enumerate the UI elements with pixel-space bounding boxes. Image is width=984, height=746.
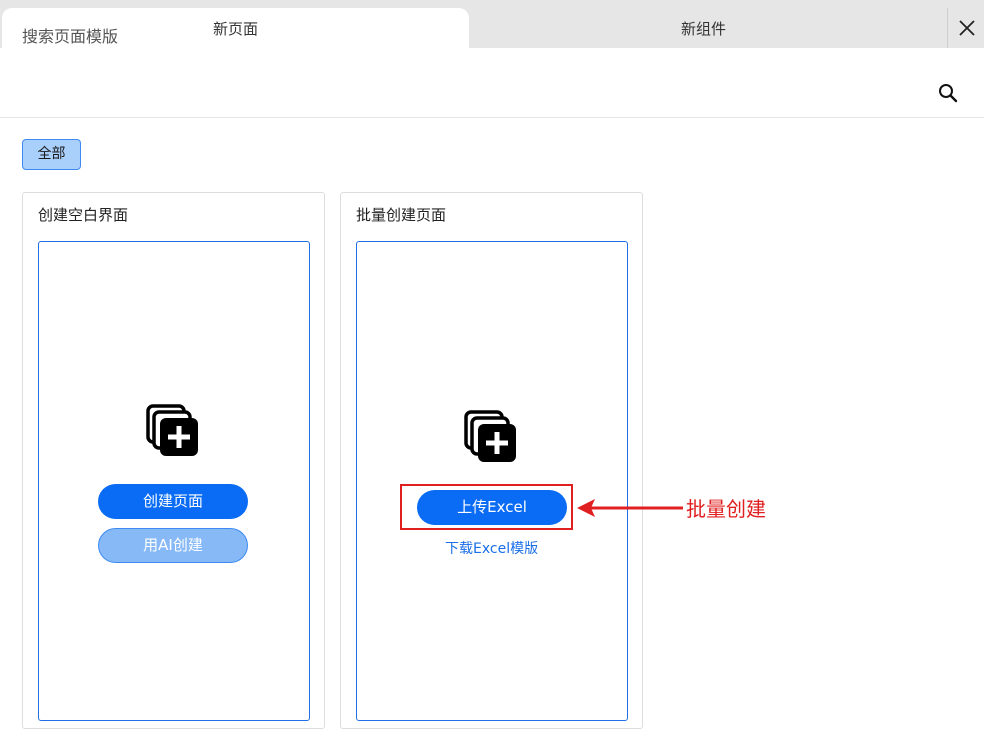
- card-title: 批量创建页面: [356, 206, 447, 224]
- annotation-highlight-box: [400, 484, 573, 530]
- tab-divider: [947, 8, 948, 48]
- upload-excel-button[interactable]: 上传Excel: [417, 490, 567, 525]
- download-excel-template-link[interactable]: 下载Excel模版: [445, 541, 539, 557]
- add-page-icon: [146, 404, 198, 456]
- search-icon[interactable]: [937, 82, 959, 104]
- create-page-button[interactable]: 创建页面: [98, 484, 248, 519]
- search-input[interactable]: [22, 24, 902, 48]
- annotation-arrow-icon: [577, 499, 683, 517]
- close-button[interactable]: [950, 8, 984, 48]
- add-page-icon: [464, 410, 516, 462]
- template-card-blank: 创建空白界面: [22, 192, 325, 729]
- close-icon: [959, 20, 975, 36]
- search-bar: [0, 48, 984, 118]
- filter-chip-all[interactable]: 全部: [22, 139, 81, 170]
- create-with-ai-button[interactable]: 用AI创建: [98, 528, 248, 563]
- annotation-label: 批量创建: [686, 497, 766, 521]
- card-title: 创建空白界面: [38, 206, 129, 224]
- card-preview[interactable]: [356, 241, 628, 721]
- card-preview[interactable]: [38, 241, 310, 721]
